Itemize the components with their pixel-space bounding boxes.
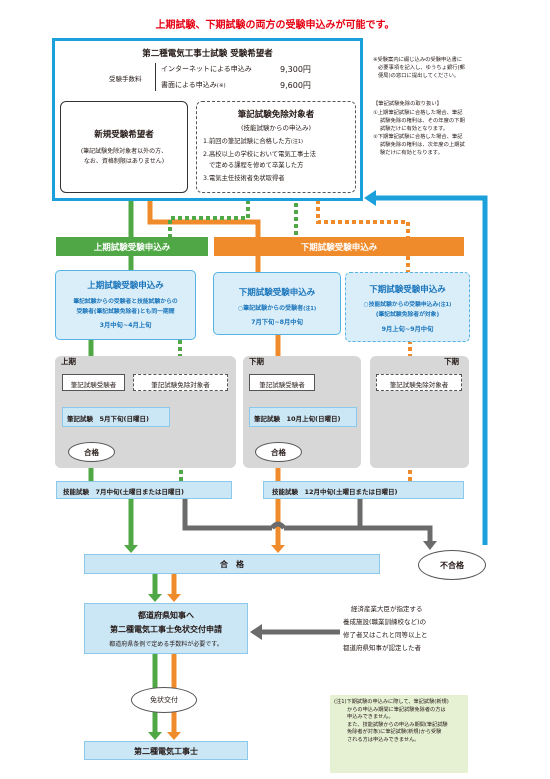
first-exempt-label: 筆記試験免除対象者 xyxy=(133,374,228,391)
new-applicant-desc1: (筆記試験免除対象者以外の方、 xyxy=(80,148,168,155)
second-pass-oval: 合格 xyxy=(255,442,302,462)
exempt-item2b: で定める課程を修めて卒業した方 xyxy=(209,162,304,169)
first-written-test: 筆記試験 5月下旬(日曜日) xyxy=(62,407,170,427)
lower-written-application-box: 下期試験受験申込み ○筆記試験からの受験者(注1) 7月下旬~8月中旬 xyxy=(213,272,341,335)
upper-application-bar: 上期試験受験申込み xyxy=(56,237,208,256)
page-header: 上期試験、下期試験の両方の受験申込みが可能です。 xyxy=(155,20,395,31)
second-written-test: 筆記試験 10月上旬(日曜日) xyxy=(249,407,357,427)
paper-fee: 9,600円 xyxy=(280,81,311,90)
prefecture-box: 都道府県知事へ 第二種電気工事士免状交付申請 都道府県条例で定める手数料が必要で… xyxy=(84,603,248,654)
second-half-exempt-panel: 下期 筆記試験免除対象者 xyxy=(370,356,469,468)
exempt-subtitle: (技能試験からの申込み) xyxy=(240,124,312,132)
paper-label: 書面による申込み(※) xyxy=(161,81,226,89)
fee-label: 受験手数料 xyxy=(109,75,142,83)
applicant-title: 第二種電気工事士試験 受験希望者 xyxy=(142,49,273,59)
skill-test-second: 技能試験 12月中旬(土曜日または日曜日) xyxy=(263,481,464,499)
final-title-box: 第二種電気工事士 xyxy=(84,741,248,760)
fail-oval: 不合格 xyxy=(418,550,486,580)
exempt-item1: 1.前回の筆記試験に合格した方(注1) xyxy=(203,138,303,145)
second-exempt-label: 筆記試験免除対象者 xyxy=(376,374,462,391)
exempt-box: 筆記試験免除対象者 (技能試験からの申込み) 1.前回の筆記試験に合格した方(注… xyxy=(196,101,356,193)
bottom-note: (注1)下期試験の申込みに際して、筆記試験(新規) からの申込み期間に筆記試験免… xyxy=(330,695,468,773)
new-applicant-title: 新規受験希望者 xyxy=(94,130,154,140)
first-pass-oval: 合格 xyxy=(68,442,115,462)
license-issue-oval: 免状交付 xyxy=(131,687,197,713)
new-applicant-box: 新規受験希望者 (筆記試験免除対象者以外の方、 なお、資格制限はありません) xyxy=(60,101,188,193)
exempt-title: 筆記試験免除対象者 xyxy=(237,110,315,120)
lower-application-bar: 下期試験受験申込み xyxy=(214,237,464,256)
first-half-panel: 上期 筆記試験受験者 筆記試験免除対象者 筆記試験 5月下旬(日曜日) xyxy=(55,356,236,468)
retry-arrowhead xyxy=(364,190,376,206)
lower-skill-application-box: 下期試験受験申込み ○技能試験からの受験申込み(注1) (筆記試験免除者が対象)… xyxy=(345,272,470,342)
fee-divider xyxy=(155,63,156,91)
skill-test-first: 技能試験 7月中旬(土曜日または日曜日) xyxy=(56,481,232,499)
retry-line xyxy=(372,195,488,545)
first-written-examinee: 筆記試験受験者 xyxy=(62,374,125,391)
new-applicant-desc2: なお、資格制限はありません) xyxy=(83,158,165,165)
exempt-item3: 3.電気主任技術者免状取得者 xyxy=(203,175,285,182)
facility-text: 経済産業大臣が指定する 養成施設(職業訓練校など)の 修了者又はこれと同等以上と… xyxy=(343,605,428,652)
upper-application-box: 上期試験受験申込み 筆記試験からの受験者と技能試験からの 受験者(筆記試験免除者… xyxy=(55,270,196,340)
exempt-item2a: 2.高校以上の学校において電気工事士法 xyxy=(203,151,316,158)
internet-fee: 9,300円 xyxy=(280,65,311,74)
internet-label: インターネットによる申込み xyxy=(161,65,252,73)
second-written-examinee: 筆記試験受験者 xyxy=(249,374,315,391)
final-pass-bar: 合 格 xyxy=(84,554,380,574)
